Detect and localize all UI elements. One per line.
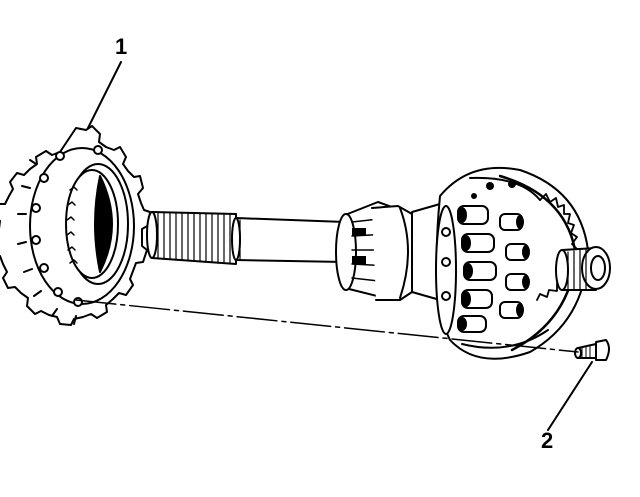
differential-case	[411, 166, 589, 360]
bolt	[574, 339, 610, 361]
splined-shaft	[146, 211, 346, 265]
leader-line-1	[87, 61, 122, 129]
sprocket-ring	[0, 125, 151, 326]
callout-number-1: 1	[115, 34, 128, 59]
callout-number-2: 2	[541, 428, 554, 453]
bearing	[335, 201, 413, 301]
alignment-line	[75, 299, 579, 353]
output-stub	[555, 246, 611, 291]
leader-line-2	[547, 361, 593, 431]
